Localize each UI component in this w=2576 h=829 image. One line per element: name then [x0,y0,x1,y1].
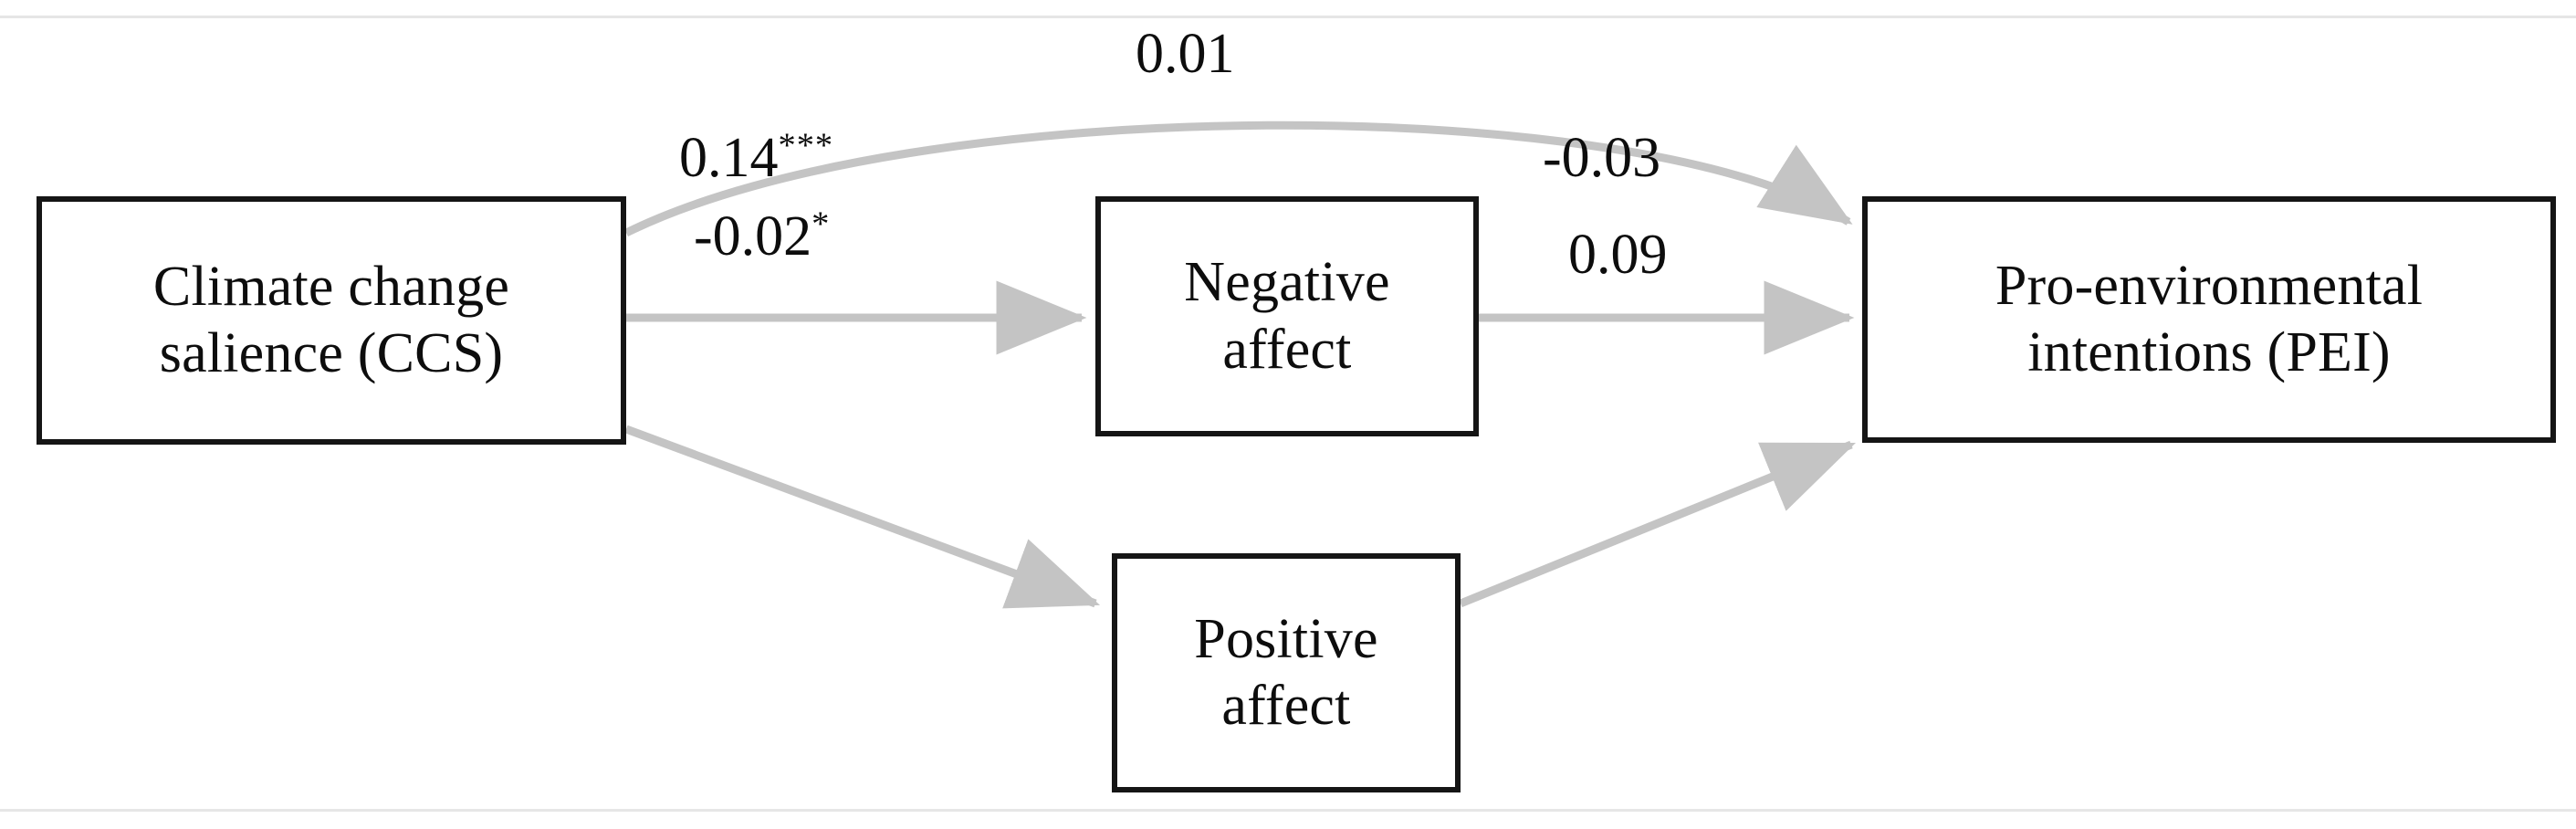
edge-label-ccs-to-positive: -0.02* [694,205,831,268]
edge-ccs-to-positive [624,425,1101,609]
top-divider-rule [0,16,2576,18]
edge-label-negative-to-pei: -0.03 [1543,127,1661,189]
bottom-divider-rule [0,809,2576,812]
edge-positive-to-pei [1459,440,1857,608]
edge-label-positive-to-pei: 0.09 [1568,224,1668,286]
edge-label-ccs-to-pei: 0.01 [1136,23,1235,85]
edge-label-ccs-to-negative: 0.14*** [679,126,834,189]
edge-ccs-to-pei [624,121,1853,237]
